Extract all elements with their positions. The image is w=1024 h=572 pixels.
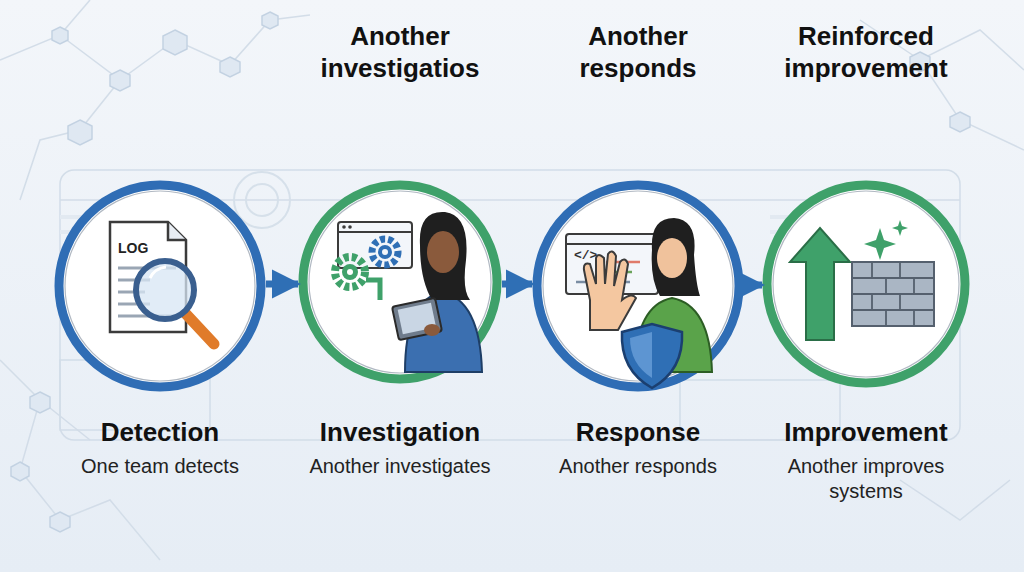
improvement-icon xyxy=(790,220,934,340)
process-stage: Another respondsResponseAnother responds xyxy=(532,84,744,524)
stage-ring xyxy=(537,185,739,387)
stage-title: Detection xyxy=(34,416,286,448)
stage-heading: Another investigatios xyxy=(308,12,492,84)
responder-icon xyxy=(566,218,712,388)
stage-title: Improvement xyxy=(742,416,990,448)
stage-ring xyxy=(303,185,497,379)
flow-arrow xyxy=(744,282,762,289)
stage-description: One team detects xyxy=(64,454,256,479)
stage-title: Response xyxy=(512,416,764,448)
stage-circle xyxy=(532,180,744,392)
stage-heading: Another responds xyxy=(542,12,734,84)
stage-description: Another investigates xyxy=(308,454,492,479)
process-stage: Another investigatiosInvestigationAnothe… xyxy=(298,84,502,524)
process-stage: Reinforced improvementImprovementAnother… xyxy=(762,84,970,524)
stage-description: Another responds xyxy=(542,454,734,479)
log-magnifier-icon xyxy=(110,222,214,344)
stage-ring xyxy=(59,185,261,387)
stage-ring xyxy=(767,185,965,383)
stage-circle xyxy=(762,180,970,388)
flow-arrow xyxy=(502,281,532,288)
stage-description: Another improves systems xyxy=(772,454,960,504)
stage-heading: Reinforced improvement xyxy=(772,12,960,84)
process-stage: DetectionOne team detects xyxy=(54,84,266,524)
stage-circle xyxy=(298,180,502,384)
investigator-icon xyxy=(335,212,482,372)
flow-arrow xyxy=(266,281,298,288)
stage-title: Investigation xyxy=(278,416,522,448)
stage-circle xyxy=(54,180,266,392)
